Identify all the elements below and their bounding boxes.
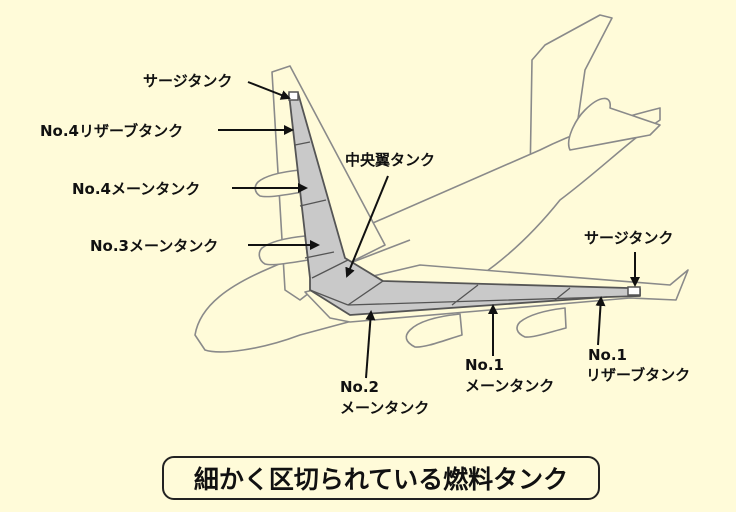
label-surge-tank-left: サージタンク bbox=[143, 72, 232, 90]
label-no1-main-line1: No.1 bbox=[465, 356, 504, 374]
label-no2-main-line2: メーンタンク bbox=[340, 399, 429, 417]
label-no4-reserve-tank: No.4リザーブタンク bbox=[40, 122, 183, 140]
label-no3-main-tank: No.3メーンタンク bbox=[90, 237, 218, 255]
label-no1-main-line2: メーンタンク bbox=[465, 377, 554, 395]
label-no2-main-line1: No.2 bbox=[340, 378, 379, 396]
surge-tank-left bbox=[288, 91, 299, 101]
label-no1-reserve-line2: リザーブタンク bbox=[586, 366, 690, 384]
tank-labels: サージタンク No.4リザーブタンク No.4メーンタンク No.3メーンタンク… bbox=[40, 72, 690, 417]
label-surge-tank-right: サージタンク bbox=[584, 229, 673, 247]
label-center-wing-tank: 中央翼タンク bbox=[345, 151, 435, 169]
surge-tank-right bbox=[627, 286, 641, 296]
fuel-tanks bbox=[288, 91, 641, 316]
label-no4-main-tank: No.4メーンタンク bbox=[72, 180, 200, 198]
label-no1-reserve-line1: No.1 bbox=[588, 346, 627, 364]
caption-box: 細かく区切られている燃料タンク bbox=[162, 456, 600, 500]
label-arrows bbox=[218, 81, 640, 379]
